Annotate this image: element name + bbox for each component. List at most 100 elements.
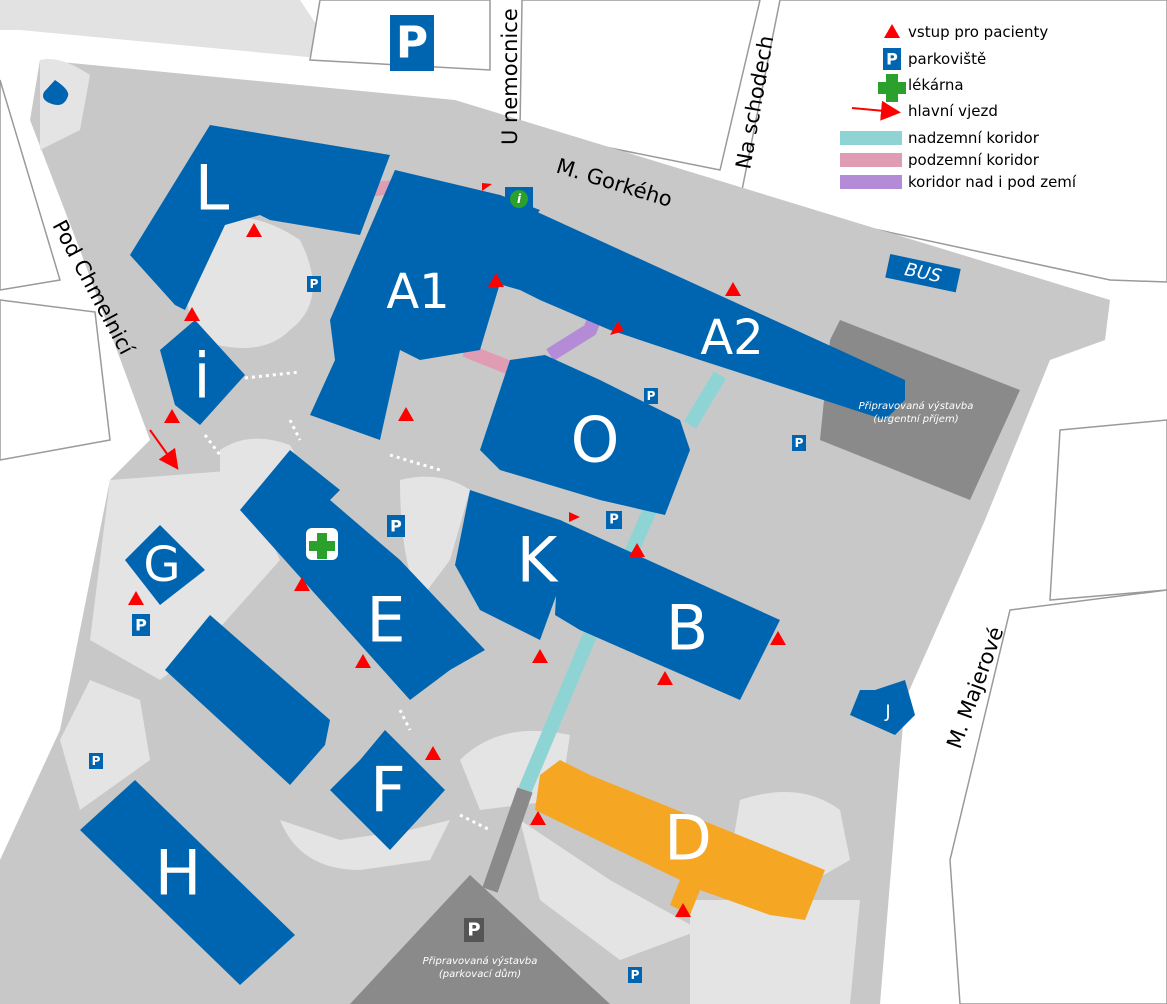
- legend-both-swatch: [840, 175, 902, 189]
- parking-icon: P: [89, 753, 103, 769]
- legend-entrance-label: vstup pro pacienty: [908, 23, 1048, 41]
- entrances: [128, 183, 786, 917]
- building-B[interactable]: [555, 520, 780, 700]
- parking-icon: P: [644, 388, 658, 404]
- entrance-marker: [184, 307, 200, 321]
- path-area: [184, 217, 313, 348]
- entrance-marker: [425, 746, 441, 760]
- city-block: [949, 589, 1167, 1004]
- building-A1[interactable]: [310, 170, 540, 440]
- parking-garage-icon: P: [464, 918, 484, 942]
- entrance-marker: [725, 282, 741, 296]
- parking-signs: P P P P P P P P: [89, 15, 806, 983]
- building-label-J: J: [884, 702, 890, 723]
- building-H[interactable]: [80, 780, 295, 985]
- path-area: [280, 820, 450, 870]
- entrance-marker: [246, 223, 262, 237]
- building-K[interactable]: [455, 490, 580, 640]
- city-block: [0, 0, 340, 60]
- building-label-D: D: [664, 802, 712, 875]
- city-block: [739, 0, 1167, 283]
- svg-text:P: P: [647, 389, 656, 403]
- building-E[interactable]: [240, 450, 485, 700]
- building-label-G: G: [143, 537, 180, 593]
- building-G[interactable]: [125, 525, 205, 605]
- planned-corridor: [482, 787, 533, 893]
- legend-pharmacy-icon: [878, 74, 906, 102]
- svg-text:P: P: [92, 754, 101, 768]
- parking-icon: P: [132, 614, 150, 636]
- building-label-H: H: [155, 837, 202, 910]
- legend-parking-icon: P: [883, 48, 901, 70]
- building-F[interactable]: [330, 730, 445, 850]
- buildings: [80, 125, 915, 985]
- building-A2[interactable]: [485, 195, 905, 420]
- entrance-marker: [164, 409, 180, 423]
- drop-icon: [43, 80, 69, 105]
- svg-text:P: P: [390, 517, 402, 536]
- pharmacy-icon: [306, 528, 338, 560]
- parking-icon: P: [307, 276, 321, 292]
- street-u-nemocnice: U nemocnice: [498, 8, 522, 145]
- legend-pharmacy-label: lékárna: [908, 76, 964, 94]
- entrance-marker: [398, 407, 414, 421]
- info-icon: i: [505, 187, 533, 211]
- entrance-marker: [629, 543, 645, 557]
- walkway: [459, 813, 491, 832]
- parking-icon: P: [628, 967, 642, 983]
- building-L[interactable]: [130, 125, 390, 310]
- overground-corridor: [623, 507, 657, 558]
- building-D[interactable]: [535, 760, 825, 920]
- walkway: [389, 453, 441, 472]
- building-label-O: O: [571, 404, 620, 477]
- parking-icon: P: [606, 511, 622, 529]
- building-label-A2: A2: [700, 310, 763, 366]
- entrance-marker: [530, 811, 546, 825]
- entrance-marker: [569, 512, 580, 522]
- building-J[interactable]: [850, 680, 915, 735]
- entrance-marker: [657, 671, 673, 685]
- overground-corridor: [683, 371, 727, 429]
- legend-entrance-icon: [884, 24, 900, 38]
- building-label-E: E: [366, 584, 405, 657]
- legend-parking-label: parkoviště: [908, 50, 986, 68]
- overground-corridor: [518, 632, 597, 793]
- entrance-marker: [532, 649, 548, 663]
- entrance-marker: [610, 321, 624, 335]
- city-block: [519, 0, 761, 171]
- building-label-A1: A1: [386, 264, 449, 320]
- entrance-marker: [355, 654, 371, 668]
- building-label-B: B: [666, 592, 709, 665]
- legend-underground-label: podzemní koridor: [908, 151, 1040, 169]
- building-label-K: K: [517, 524, 559, 597]
- city-block: [0, 299, 111, 461]
- legend-overground-swatch: [840, 131, 902, 145]
- entrance-marker: [770, 631, 786, 645]
- planned-urgent-note: Připravovaná výstavba: [859, 400, 974, 412]
- parking-icon: P: [390, 15, 434, 71]
- planned-urgent-note-sub: (urgentní příjem): [873, 413, 958, 425]
- entrance-marker: [488, 273, 504, 287]
- building-label-i: i: [193, 340, 210, 413]
- main-entry-arrow: [149, 429, 179, 470]
- entrance-marker: [482, 183, 492, 191]
- legend-overground-label: nadzemní koridor: [908, 129, 1040, 147]
- walkway: [244, 370, 301, 380]
- legend-main-entry-icon: [851, 100, 901, 121]
- building-labels: L A1 A2 i O K B G E F H D J: [143, 152, 890, 910]
- svg-text:P: P: [135, 616, 147, 635]
- entrance-marker: [128, 591, 144, 605]
- corridors: [203, 178, 727, 893]
- building-west-block[interactable]: [165, 615, 330, 785]
- building-i[interactable]: [160, 320, 245, 425]
- building-O[interactable]: [480, 355, 690, 515]
- path-area: [40, 59, 90, 150]
- entrance-marker: [675, 903, 691, 917]
- svg-text:P: P: [886, 50, 898, 69]
- svg-text:i: i: [517, 192, 522, 206]
- city-block: [0, 79, 61, 291]
- building-label-F: F: [370, 754, 406, 827]
- svg-text:P: P: [609, 513, 619, 528]
